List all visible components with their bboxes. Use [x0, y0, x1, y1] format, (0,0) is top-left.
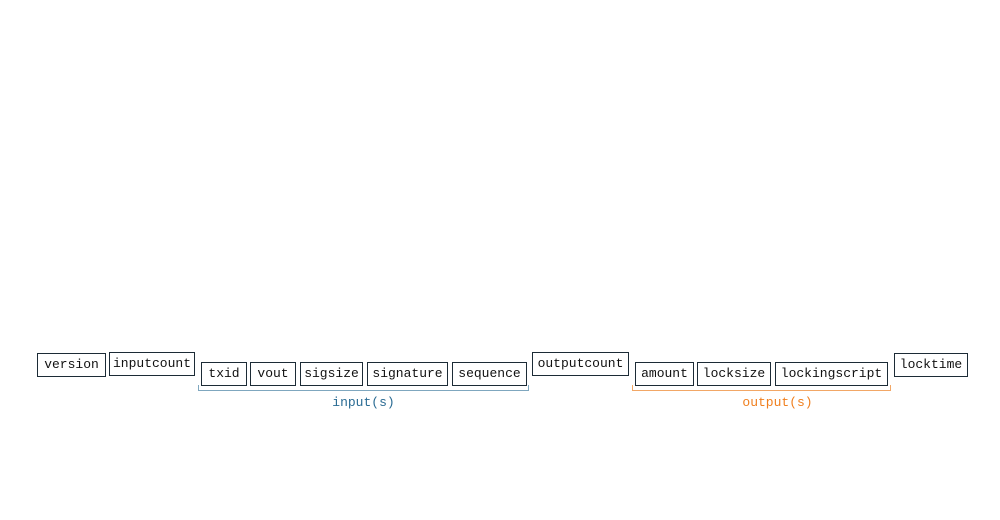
field-signature: signature: [367, 362, 448, 386]
field-inputcount: inputcount: [109, 352, 195, 376]
outputs-bracket: [632, 385, 891, 391]
field-txid: txid: [201, 362, 247, 386]
field-lockingscript: lockingscript: [775, 362, 888, 386]
field-version: version: [37, 353, 106, 377]
field-locktime: locktime: [894, 353, 968, 377]
field-sequence: sequence: [452, 362, 527, 386]
field-locksize: locksize: [697, 362, 771, 386]
inputs-group-label: input(s): [332, 395, 395, 410]
field-outputcount: outputcount: [532, 352, 629, 376]
field-amount: amount: [635, 362, 694, 386]
field-vout: vout: [250, 362, 296, 386]
field-sigsize: sigsize: [300, 362, 363, 386]
inputs-bracket: [198, 385, 529, 391]
outputs-group-label: output(s): [742, 395, 813, 410]
